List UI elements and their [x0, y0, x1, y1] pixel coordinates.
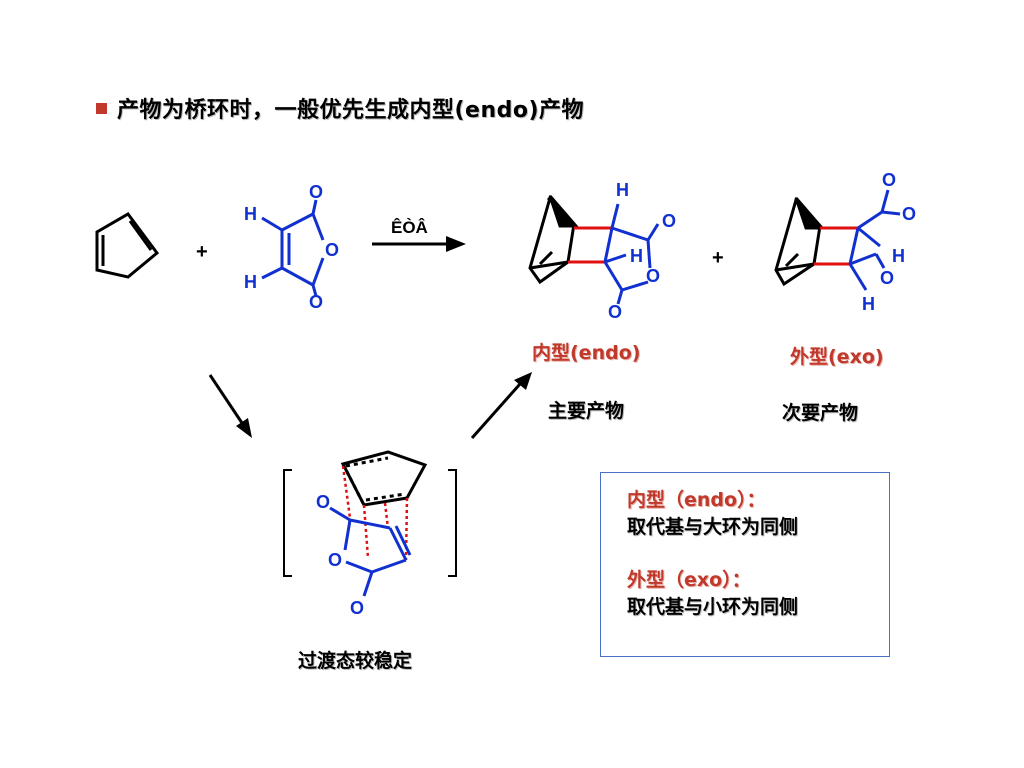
atom-o-top: O: [309, 182, 323, 202]
arrow-down-to-ts: [208, 374, 252, 438]
transition-state-label: 过渡态较稳定: [298, 650, 413, 672]
maleic-anhydride: [261, 199, 325, 297]
ts-atom-o-bottom: O: [350, 598, 364, 618]
endo-atom-o-bottom: O: [608, 302, 622, 322]
bullet-square-icon: [96, 102, 107, 114]
exo-definition-title: 外型（exo）：: [627, 569, 751, 591]
atom-h-bottom: H: [244, 272, 257, 292]
ts-atom-o-top: O: [316, 492, 330, 512]
headline-row: 产物为桥环时，一般优先生成内型(endo)产物: [96, 92, 584, 124]
endo-atom-h-top: H: [616, 180, 629, 200]
exo-product: [774, 189, 901, 291]
atom-o-ring: O: [325, 240, 339, 260]
exo-atom-o-bottom: O: [880, 268, 894, 288]
ts-brackets: [283, 469, 457, 577]
atom-o-bottom: O: [309, 292, 323, 312]
endo-definition-title: 内型（endo）：: [627, 489, 766, 511]
endo-atom-h-mid: H: [630, 246, 643, 266]
endo-definition-text: 取代基与大环为同侧: [627, 516, 799, 538]
plus-sign-1: +: [196, 241, 208, 263]
endo-label: 内型(endo): [532, 342, 641, 364]
exo-note: 次要产物: [782, 402, 859, 424]
endo-note: 主要产物: [548, 400, 625, 422]
reaction-arrow: [372, 236, 466, 252]
exo-atom-h-mid: H: [892, 246, 905, 266]
arrow-ts-to-endo: [470, 372, 532, 439]
definition-box: 内型（endo）： 取代基与大环为同侧 外型（exo）： 取代基与小环为同侧: [600, 472, 890, 657]
arrow-label: ÊÒÂ: [391, 218, 428, 237]
headline: 产物为桥环时，一般优先生成内型(endo)产物: [117, 98, 585, 123]
endo-product: [528, 195, 660, 305]
exo-label: 外型(exo): [790, 346, 884, 368]
atom-h-top: H: [244, 204, 257, 224]
transition-state: [329, 450, 428, 597]
exo-atom-o-ring: O: [902, 204, 916, 224]
endo-atom-o-top: O: [662, 211, 676, 231]
exo-atom-o-top: O: [882, 170, 896, 190]
ts-atom-o-ring: O: [328, 550, 342, 570]
exo-atom-h-bottom: H: [862, 294, 875, 314]
plus-sign-2: +: [712, 247, 724, 269]
cyclopentadiene: [95, 212, 160, 279]
exo-definition-text: 取代基与小环为同侧: [627, 596, 799, 618]
endo-atom-o-ring: O: [646, 266, 660, 286]
